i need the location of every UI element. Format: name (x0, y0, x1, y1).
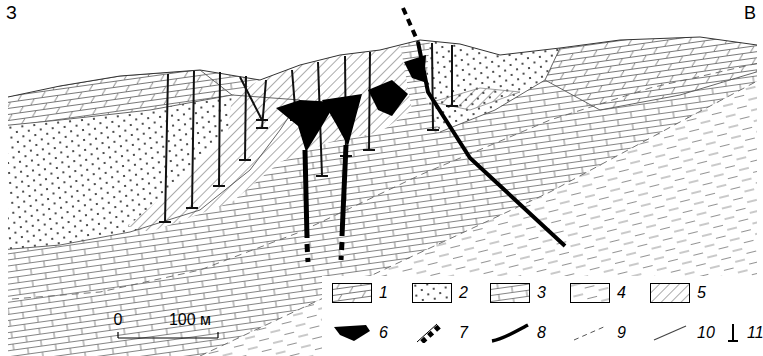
legend-number: 9 (617, 325, 626, 341)
legend-sample (332, 283, 372, 303)
legend-sample (412, 323, 452, 343)
legend-sample (570, 323, 610, 343)
legend-sample (412, 283, 452, 303)
legend-number: 6 (379, 325, 388, 341)
scale-label: 100 м (169, 312, 211, 328)
legend-number: 2 (459, 285, 468, 301)
legend-sample (726, 323, 740, 343)
legend-number: 5 (697, 285, 706, 301)
legend-sample (490, 323, 530, 343)
legend-sample (332, 323, 372, 343)
direction-label: В (744, 4, 756, 22)
legend-number: 3 (537, 285, 546, 301)
legend-number: 1 (379, 285, 388, 301)
legend-sample (490, 283, 530, 303)
legend-sample (650, 323, 690, 343)
legend-sample (570, 283, 610, 303)
legend-number: 4 (617, 285, 626, 301)
scale-label: 0 (114, 312, 123, 328)
legend-number: 7 (459, 325, 468, 341)
direction-label: З (6, 4, 17, 22)
legend-number: 8 (537, 325, 546, 341)
legend-sample (650, 283, 690, 303)
legend-number: 11 (747, 325, 763, 341)
legend-number: 10 (697, 325, 715, 341)
